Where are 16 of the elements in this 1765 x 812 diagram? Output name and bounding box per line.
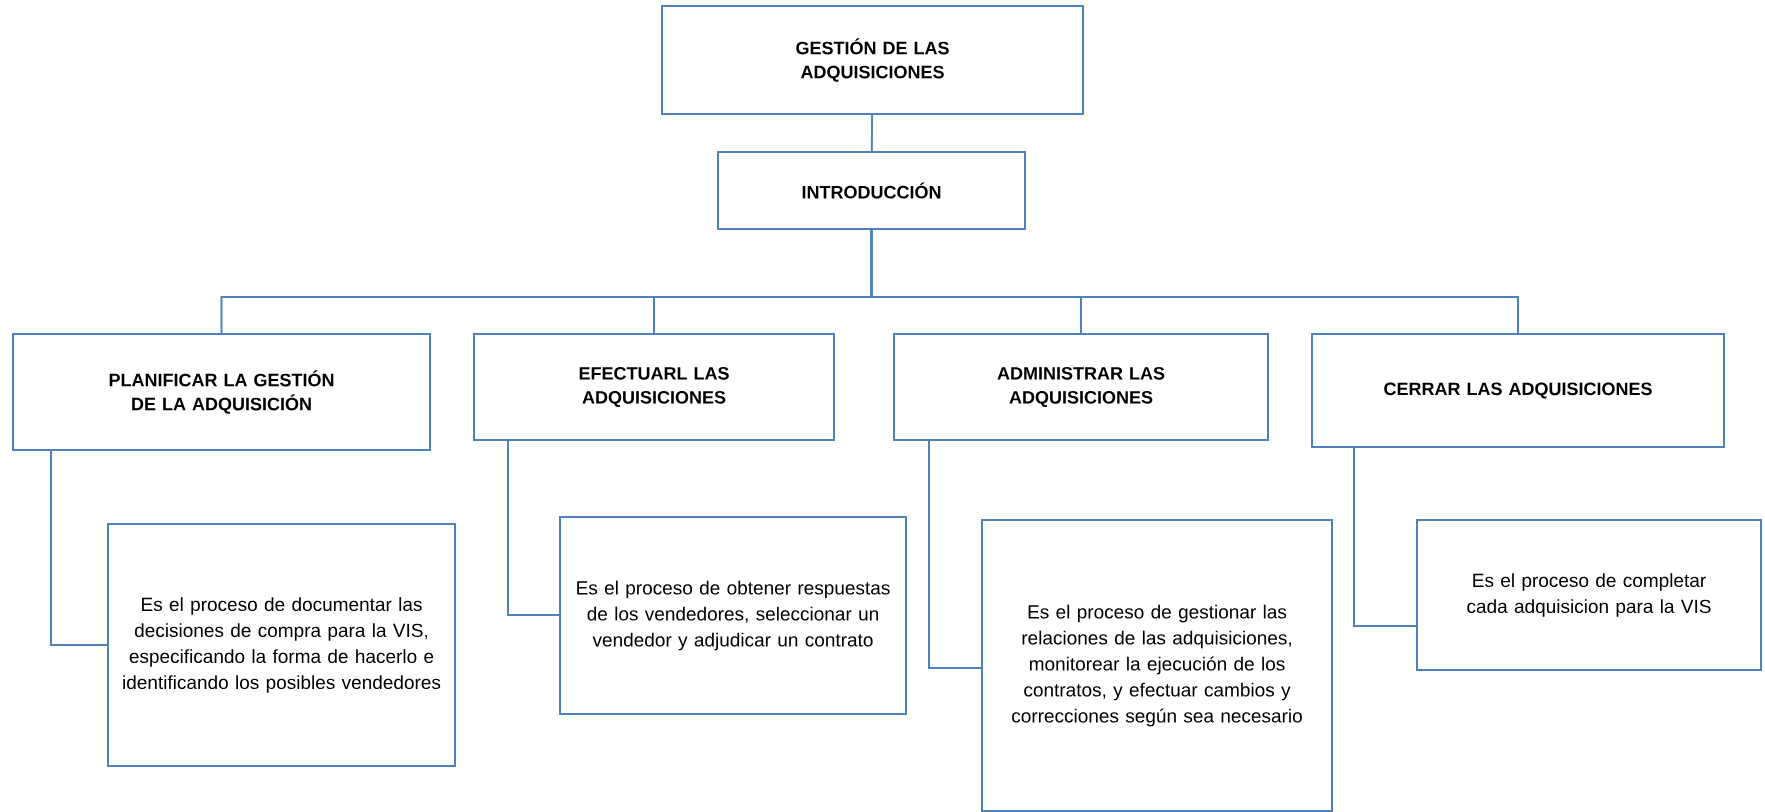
- heading-box: CERRAR LAS ADQUISICIONES: [1311, 333, 1725, 448]
- connector-line: [870, 114, 874, 152]
- heading-box: INTRODUCCIÓN: [717, 151, 1026, 230]
- heading-box: GESTIÓN DE LAS ADQUISICIONES: [661, 5, 1084, 115]
- description-box: Es el proceso de documentar las decisiones de compra para la VIS, especificando la forma de hacerlo e identificando los posibles vendedores: [107, 523, 456, 767]
- connector-line: [870, 229, 1519, 334]
- description-box: Es el proceso de completar cada adquisicion para la VIS: [1416, 519, 1762, 671]
- heading-box: ADMINISTRAR LAS ADQUISICIONES: [893, 333, 1269, 441]
- connector-line: [507, 440, 560, 616]
- heading-box: EFECTUARL LAS ADQUISICIONES: [473, 333, 835, 441]
- connector-line: [1353, 447, 1417, 627]
- heading-box: PLANIFICAR LA GESTIÓN DE LA ADQUISICIÓN: [12, 333, 431, 451]
- description-box: Es el proceso de gestionar las relaciones de las adquisiciones, monitorear la ejecución de los contratos, y efectuar cambios y correcciones según sea necesario: [981, 519, 1333, 812]
- connector-line: [928, 440, 982, 669]
- connector-line: [50, 450, 108, 646]
- description-box: Es el proceso de obtener respuestas de los vendedores, seleccionar un vendedor y adjudicar un contrato: [559, 516, 907, 715]
